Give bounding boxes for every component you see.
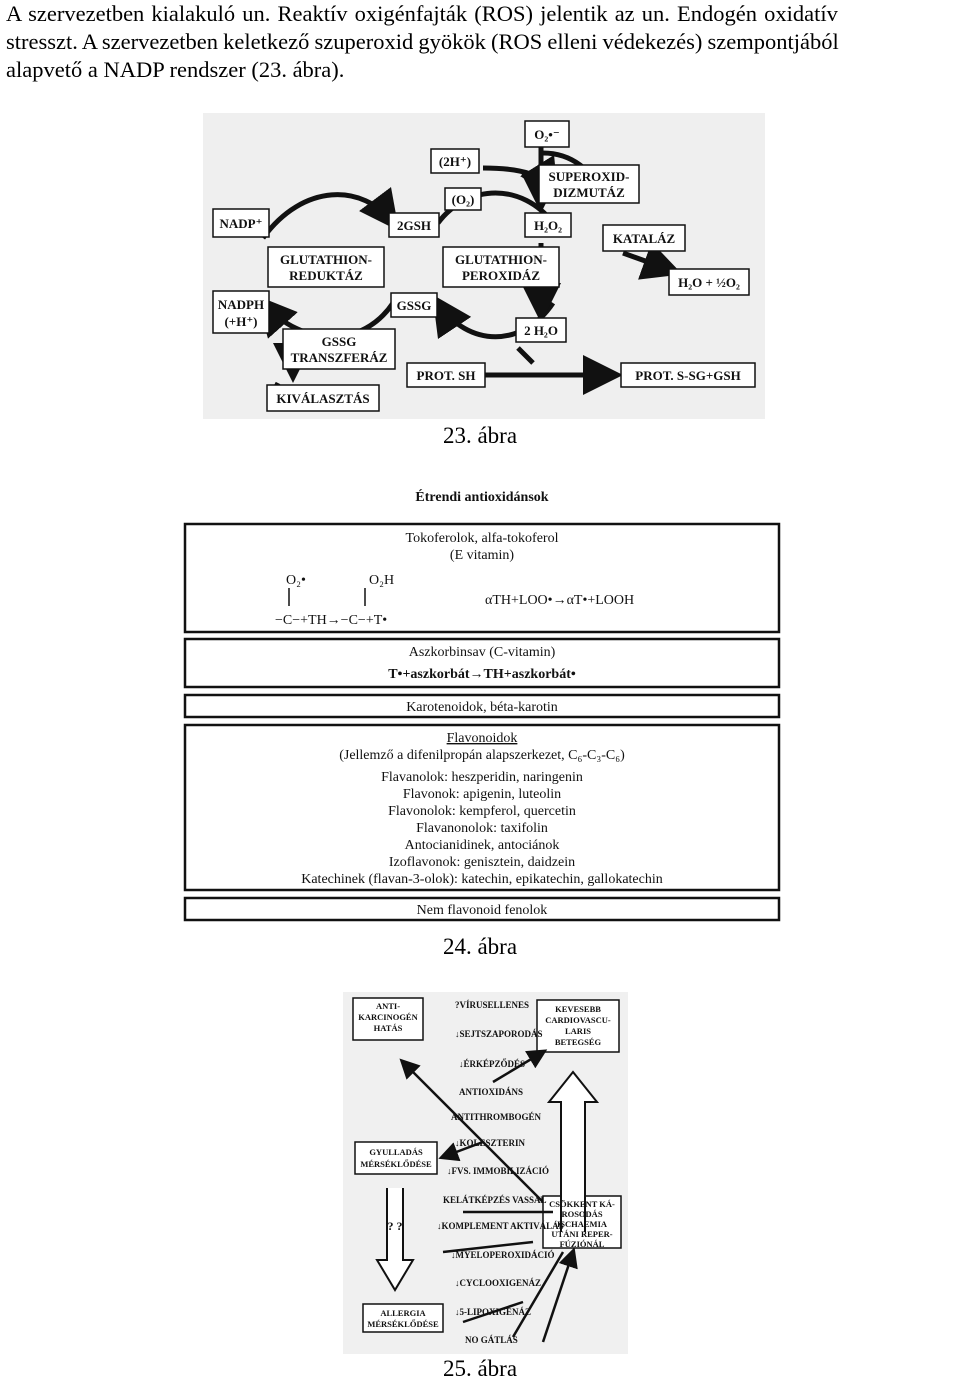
- anti-carcinogen-label: KARCINOGÉN: [358, 1012, 418, 1022]
- inflammation-label: MÉRSÉKLŐDÉSE: [360, 1159, 432, 1169]
- gr-label-2: REDUKTÁZ: [289, 268, 363, 283]
- anti-carcinogen-label: HATÁS: [374, 1023, 403, 1033]
- gsh-label: 2GSH: [397, 218, 431, 233]
- products-label: H₂O + ½O₂: [678, 275, 740, 290]
- allergy-label: ALLERGIA: [380, 1308, 426, 1318]
- effect-item: ↓SEJTSZAPORODÁS: [455, 1029, 543, 1039]
- effect-item: ↓ÉRKÉPZŐDÉS: [459, 1059, 525, 1069]
- catalase-label: KATALÁZ: [613, 231, 676, 246]
- paragraph-line: alapvető a NADP rendszer (23. ábra).: [6, 57, 345, 82]
- figure-23-nadp-system: O₂•⁻ (2H⁺) (O₂) SUPEROXID- DIZMUTÁZ NADP…: [203, 113, 765, 419]
- flavonoid-class: Katechinek (flavan-3-olok): katechin, ep…: [301, 872, 663, 887]
- flavonoid-class: Flavanolok: heszperidin, naringenin: [381, 770, 583, 785]
- flavonoids-description: (Jellemző a difenilpropán alapszerkezet,…: [339, 748, 625, 763]
- gr-label-1: GLUTATHION-: [280, 252, 372, 267]
- gt-label-2: TRANSZFERÁZ: [291, 350, 388, 365]
- nadph-label-1: NADPH: [218, 297, 264, 312]
- effect-item: ↓KOMPLEMENT AKTIVÁLÁS: [437, 1221, 564, 1231]
- flavonoid-class: Flavonok: apigenin, luteolin: [403, 787, 561, 802]
- tocopherol-reaction: αTH+LOO•→αT•+LOOH: [485, 593, 634, 608]
- flavonoid-class: Flavonolok: kempferol, quercetin: [388, 804, 576, 819]
- nadph-label-2: (+H⁺): [224, 314, 257, 329]
- cardio-label: CARDIOVASCU-: [545, 1015, 611, 1025]
- flavonoid-class: Flavanonolok: taxifolin: [416, 821, 548, 836]
- sod-label-2: DIZMUTÁZ: [553, 185, 625, 200]
- cardio-label: KEVESEBB: [555, 1004, 601, 1014]
- effect-item: ↓MYELOPEROXIDÁCIÓ: [451, 1250, 555, 1260]
- figure-25-caption: 25. ábra: [442, 1356, 518, 1381]
- ischemia-label: ROSODÁS: [561, 1209, 602, 1219]
- o2-radical-label: O₂•⁻: [534, 127, 559, 142]
- effect-item: ?VÍRUSELLENES: [455, 1000, 529, 1010]
- figure-24-diagram: Étrendi antioxidánsok Tokoferolok, alfa-…: [183, 488, 781, 922]
- paragraph-line: stresszt. A szervezetben keletkező szupe…: [6, 29, 839, 54]
- effect-item: ↓CYCLOOXIGENÁZ: [455, 1278, 541, 1288]
- flavonoid-class: Antocianidinek, antociánok: [405, 838, 560, 853]
- h2o2-label: H₂O₂: [534, 218, 562, 233]
- effect-item: ANTITHROMBOGÉN: [451, 1112, 542, 1122]
- paragraph-line: A szervezetben kialakuló un. Reaktív oxi…: [6, 1, 838, 26]
- intro-paragraph: A szervezetben kialakuló un. Reaktív oxi…: [6, 0, 956, 84]
- antioxidants-title: Étrendi antioxidánsok: [415, 488, 548, 505]
- ascorbic-reaction: T•+aszkorbát→TH+aszkorbát•: [388, 667, 576, 682]
- chain-reaction-text: −C−+TH→−C−+T•: [275, 613, 387, 628]
- two-h-label: (2H⁺): [439, 154, 471, 169]
- gt-label-1: GSSG: [322, 334, 357, 349]
- ischemia-label: ISCHAEMIA: [557, 1219, 608, 1229]
- prot-sh-label: PROT. SH: [417, 368, 476, 383]
- figure-23-caption: 23. ábra: [442, 423, 518, 448]
- effect-item: ↓FVS. IMMOBILIZÁCIÓ: [447, 1166, 549, 1176]
- effect-item: KELÁTKÉPZÉS VASSAL: [443, 1195, 546, 1205]
- o2-radical-text: O₂•: [286, 573, 306, 588]
- flavonoid-class: Izoflavonok: genisztein, daidzein: [389, 855, 575, 870]
- cardio-label: BETEGSÉG: [555, 1037, 602, 1047]
- water-label: 2 H₂O: [524, 323, 558, 338]
- flavonoids-title: Flavonoidok: [447, 731, 518, 746]
- gssg-label: GSSG: [397, 298, 432, 313]
- inflammation-label: GYULLADÁS: [369, 1147, 423, 1157]
- question-marks: ? ?: [388, 1219, 403, 1233]
- figure-25-diagram: ANTI- KARCINOGÉN HATÁS KEVESEBB CARDIOVA…: [352, 997, 622, 1345]
- effect-item: ↓5-LIPOXIGENÁZ: [455, 1307, 531, 1317]
- ascorbic-title: Aszkorbinsav (C-vitamin): [409, 645, 556, 660]
- tocopherol-title: Tokoferolok, alfa-tokoferol: [406, 531, 559, 546]
- o2-label: (O₂): [452, 192, 475, 207]
- prot-ssg-label: PROT. S-SG+GSH: [635, 368, 740, 383]
- sod-label-1: SUPEROXID-: [549, 169, 630, 184]
- figure-23-diagram: O₂•⁻ (2H⁺) (O₂) SUPEROXID- DIZMUTÁZ NADP…: [212, 120, 756, 412]
- gpx-label-2: PEROXIDÁZ: [462, 268, 540, 283]
- effect-item: ↓KOLESZTERIN: [455, 1138, 526, 1148]
- ischemia-label: FÚZIÓNÁL: [560, 1239, 605, 1249]
- figure-25-flavonoid-effects: ANTI- KARCINOGÉN HATÁS KEVESEBB CARDIOVA…: [343, 992, 628, 1354]
- gpx-label-1: GLUTATHION-: [455, 252, 547, 267]
- cardio-label: LARIS: [565, 1026, 591, 1036]
- effect-item: ANTIOXIDÁNS: [459, 1087, 523, 1097]
- anti-carcinogen-label: ANTI-: [376, 1001, 400, 1011]
- figure-24-caption: 24. ábra: [442, 934, 518, 959]
- non-flavonoid-title: Nem flavonoid fenolok: [417, 903, 548, 918]
- figure-24-dietary-antioxidants: Étrendi antioxidánsok Tokoferolok, alfa-…: [183, 484, 781, 926]
- carotenoids-title: Karotenoidok, béta-karotin: [406, 700, 558, 715]
- allergy-label: MÉRSÉKLŐDÉSE: [367, 1319, 439, 1329]
- o2h-text: O₂H: [369, 573, 394, 588]
- tocopherol-subtitle: (E vitamin): [450, 548, 514, 563]
- ischemia-label: CSÖKKENT KÁ-: [549, 1199, 615, 1209]
- effect-item: NO GÁTLÁS: [465, 1335, 518, 1345]
- ischemia-label: UTÁNI REPER-: [551, 1229, 612, 1239]
- secretion-label: KIVÁLASZTÁS: [276, 391, 369, 406]
- nadp-label: NADP⁺: [220, 216, 263, 231]
